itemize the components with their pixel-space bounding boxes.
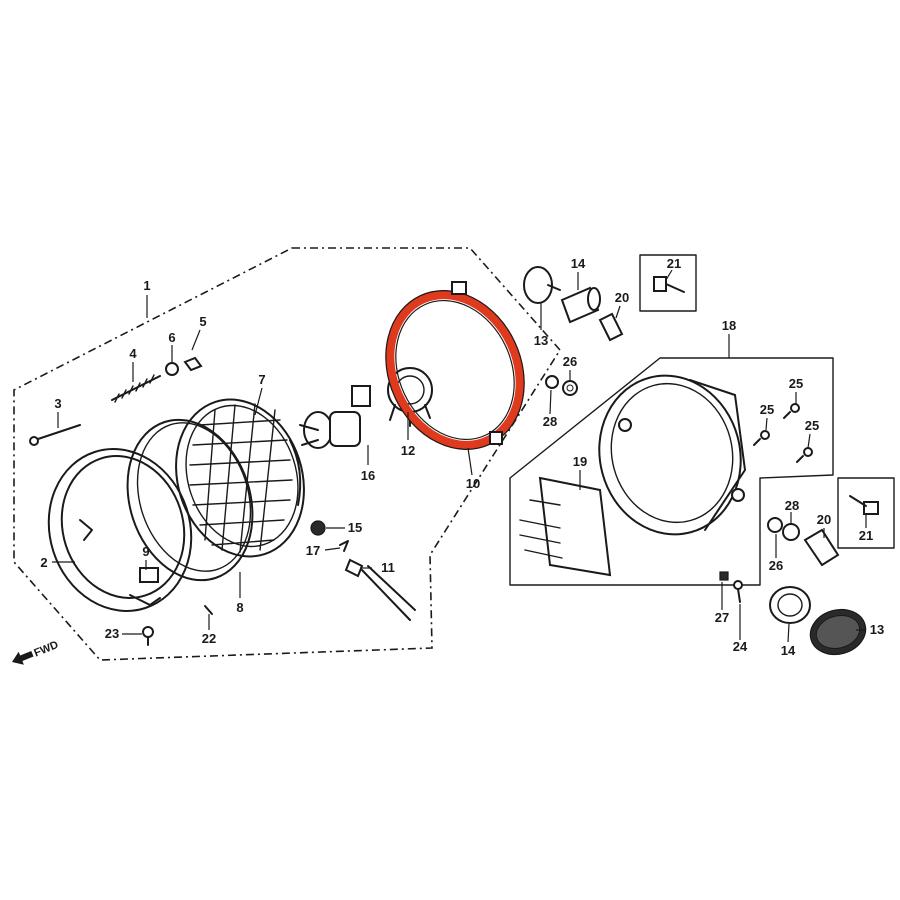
fwd-arrow: FWD xyxy=(12,639,60,665)
callout-24: 24 xyxy=(733,639,748,654)
callout-19: 19 xyxy=(573,454,587,469)
bolt-21-right xyxy=(849,495,879,515)
callout-22: 22 xyxy=(202,631,216,646)
bulb xyxy=(299,385,371,449)
callout-9: 9 xyxy=(142,544,149,559)
callout-6: 6 xyxy=(168,330,175,345)
fwd-label: FWD xyxy=(32,639,60,660)
callout-16: 16 xyxy=(361,468,375,483)
callout-20-right: 20 xyxy=(817,512,831,527)
headlight-case xyxy=(598,374,746,536)
part-21-box-top xyxy=(639,254,697,312)
callout-13-top: 13 xyxy=(534,333,548,348)
washers-top xyxy=(545,375,578,396)
callout-26-right: 26 xyxy=(769,558,783,573)
callouts: 1 2 3 4 5 6 7 8 9 10 11 12 13 13 14 14 1… xyxy=(40,256,884,658)
screws-25 xyxy=(753,403,813,463)
callout-11: 11 xyxy=(381,560,395,575)
callout-2: 2 xyxy=(40,555,47,570)
assembly-1-boundary xyxy=(13,247,561,661)
callout-20-top: 20 xyxy=(615,290,629,305)
callout-4: 4 xyxy=(129,346,137,361)
callout-23: 23 xyxy=(105,626,119,641)
mount-parts-top xyxy=(523,266,624,342)
wiring-parts xyxy=(310,520,416,621)
headlight-lens xyxy=(175,398,305,558)
callout-7: 7 xyxy=(258,372,265,387)
callout-18: 18 xyxy=(722,318,736,333)
callout-21-top: 21 xyxy=(667,256,681,271)
sealed-beam-ring xyxy=(126,418,254,582)
callout-28-right: 28 xyxy=(785,498,799,513)
wire-connector xyxy=(519,476,612,577)
callout-25-a: 25 xyxy=(789,376,803,391)
callout-21-right: 21 xyxy=(859,528,873,543)
callout-25-c: 25 xyxy=(805,418,819,433)
part-21-box-right xyxy=(837,477,895,549)
callout-17: 17 xyxy=(306,543,320,558)
callout-15: 15 xyxy=(348,520,362,535)
bolt-21-top xyxy=(653,276,685,293)
callout-5: 5 xyxy=(199,314,206,329)
callout-27: 27 xyxy=(715,610,729,625)
callout-25-b: 25 xyxy=(760,402,774,417)
callout-28-top: 28 xyxy=(543,414,557,429)
callout-13-bottom: 13 xyxy=(870,622,884,637)
mount-parts-right xyxy=(767,517,840,567)
leader-lines xyxy=(52,269,867,643)
assembly-18-boundary xyxy=(509,357,834,586)
callout-10: 10 xyxy=(466,476,480,491)
small-fasteners xyxy=(139,567,213,646)
callout-14-bottom: 14 xyxy=(781,643,796,658)
callout-26-top: 26 xyxy=(563,354,577,369)
retaining-ring-highlighted xyxy=(385,281,525,450)
callout-3: 3 xyxy=(54,396,61,411)
callout-8: 8 xyxy=(236,600,243,615)
callout-12: 12 xyxy=(401,443,415,458)
reflector-assembly xyxy=(769,586,867,656)
parts-24-27 xyxy=(719,571,743,603)
callout-14-top: 14 xyxy=(571,256,586,271)
headlight-rim xyxy=(47,448,193,612)
adjusting-screw-and-spring xyxy=(29,356,203,446)
callout-1: 1 xyxy=(143,278,150,293)
